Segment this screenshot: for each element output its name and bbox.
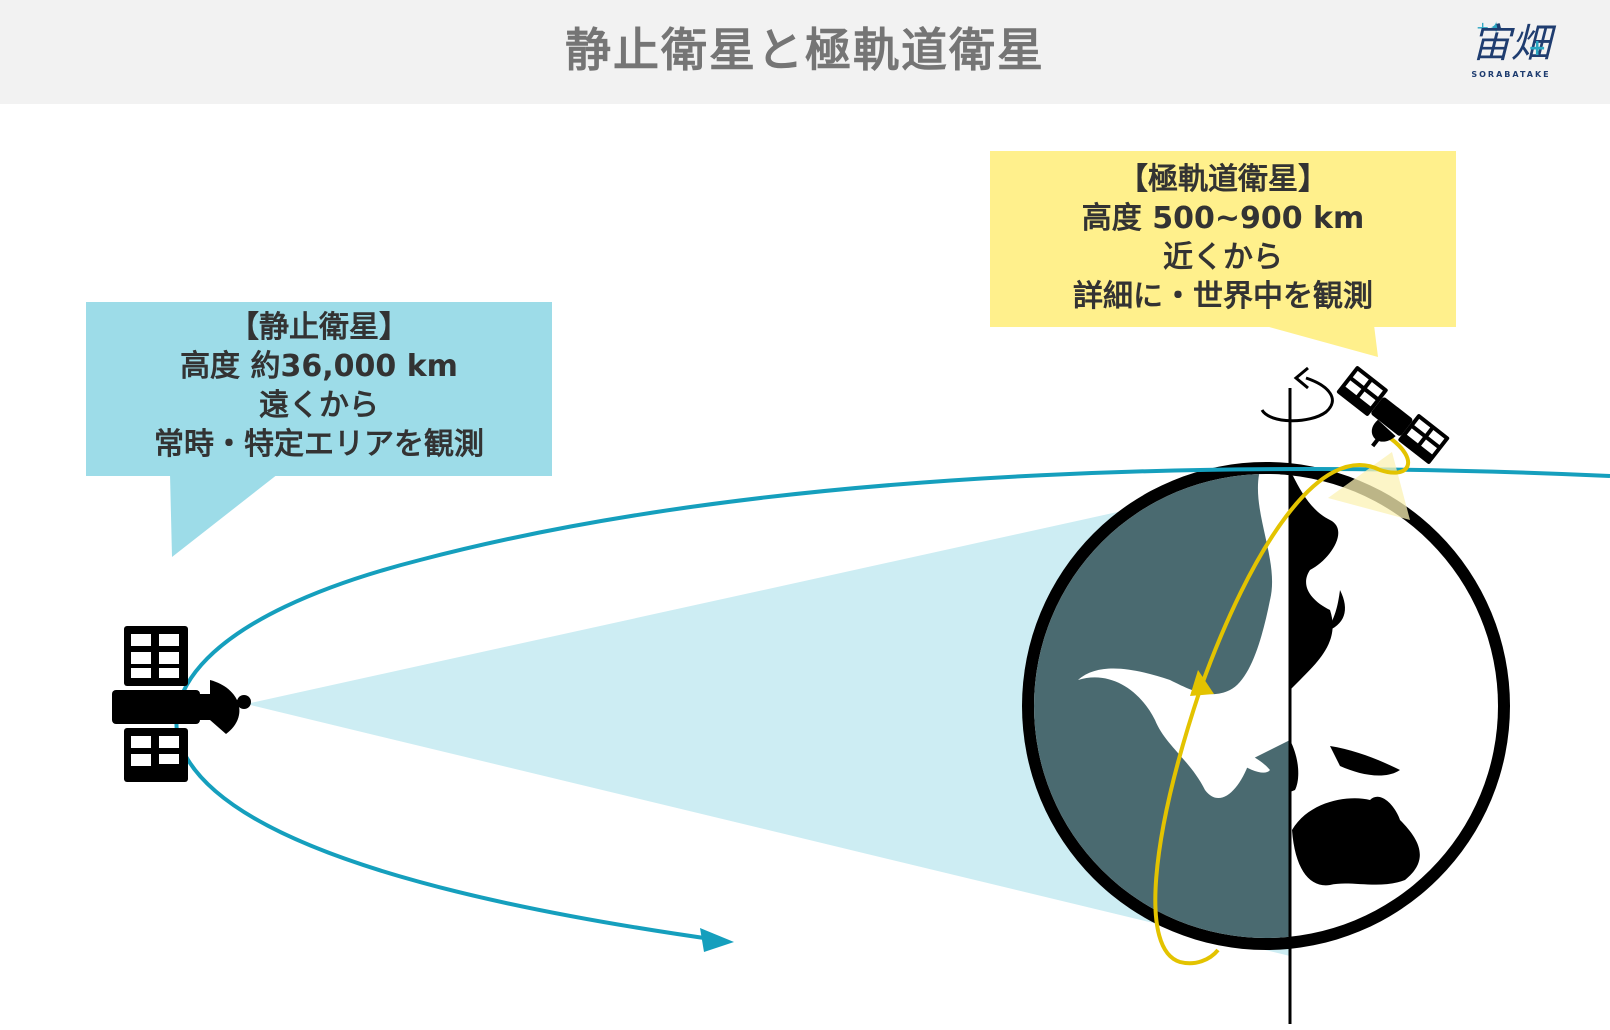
geo-orbit-path — [174, 467, 1610, 952]
polar-callout-line: 近くから — [1163, 240, 1283, 275]
logo-plus-icon: + — [1528, 36, 1547, 61]
polar-coverage-area — [1328, 452, 1410, 520]
polar-callout-line: 【極軌道衛星】 — [1118, 162, 1328, 197]
polar-callout-line: 高度 500~900 km — [1081, 201, 1365, 236]
page-title: 静止衛星と極軌道衛星 — [565, 23, 1045, 77]
geo-coverage-area — [246, 474, 1290, 956]
geo-callout-text: 【静止衛星】 高度 約36,000 km 遠くから 常時・特定エリアを観測 — [86, 308, 552, 464]
sorabatake-logo: +✦ 宙畑 + SORABATAKE — [1456, 18, 1566, 88]
logo-text: 宙畑 — [1471, 21, 1551, 67]
earth-globe-icon — [1022, 462, 1510, 950]
header-bar — [0, 0, 1610, 104]
geo-callout-line: 常時・特定エリアを観測 — [154, 427, 484, 462]
geo-callout-line: 遠くから — [259, 388, 379, 423]
geo-callout-line: 高度 約36,000 km — [180, 349, 458, 384]
rotation-arrow-icon — [1260, 366, 1334, 423]
polar-orbit-path — [1153, 436, 1411, 966]
polar-callout-box — [990, 151, 1456, 357]
satellite-icon — [112, 626, 251, 782]
polar-callout-line: 詳細に・世界中を観測 — [1073, 279, 1373, 314]
geo-callout-box — [86, 302, 552, 557]
geo-callout-line: 【静止衛星】 — [229, 310, 409, 345]
satellite-icon — [1336, 366, 1450, 464]
polar-callout-text: 【極軌道衛星】 高度 500~900 km 近くから 詳細に・世界中を観測 — [990, 160, 1456, 316]
logo-subtext: SORABATAKE — [1471, 70, 1551, 79]
logo-spark-icon: +✦ — [1476, 18, 1503, 37]
